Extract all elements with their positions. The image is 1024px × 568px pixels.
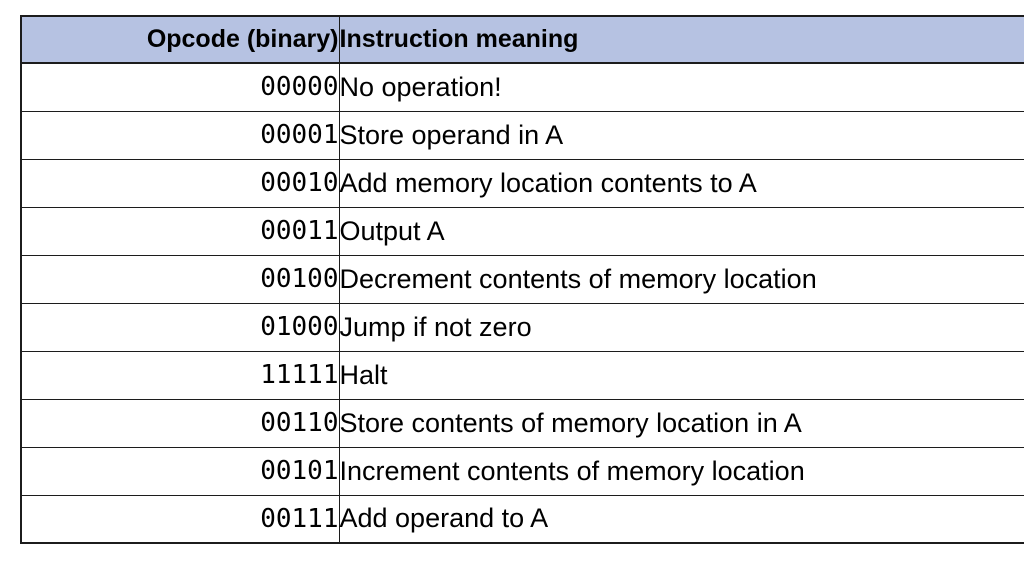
opcode-cell: 00101 [20,446,340,496]
meaning-cell: Add memory location contents to A [338,158,1024,208]
table-row: 01000 Jump if not zero [20,302,1024,352]
meaning-cell: Add operand to A [338,494,1024,544]
table-row: 00010 Add memory location contents to A [20,158,1024,208]
opcode-cell: 11111 [20,350,340,400]
opcode-cell: 00110 [20,398,340,448]
opcode-cell: 00111 [20,494,340,544]
table-row: 11111 Halt [20,350,1024,400]
column-header-opcode: Opcode (binary) [20,15,340,64]
table-row: 00011 Output A [20,206,1024,256]
table-row: 00101 Increment contents of memory locat… [20,446,1024,496]
opcode-cell: 00000 [20,62,340,112]
meaning-cell: No operation! [338,62,1024,112]
table-row: 00001 Store operand in A [20,110,1024,160]
table-header-row: Opcode (binary) Instruction meaning [20,15,1024,64]
table-row: 00110 Store contents of memory location … [20,398,1024,448]
table-row: 00100 Decrement contents of memory locat… [20,254,1024,304]
opcode-cell: 00100 [20,254,340,304]
table-row: 00000 No operation! [20,62,1024,112]
meaning-cell: Jump if not zero [338,302,1024,352]
opcode-cell: 00010 [20,158,340,208]
meaning-cell: Output A [338,206,1024,256]
meaning-cell: Store contents of memory location in A [338,398,1024,448]
opcode-table-container: Opcode (binary) Instruction meaning 0000… [20,15,1024,544]
meaning-cell: Decrement contents of memory location [338,254,1024,304]
opcode-cell: 00011 [20,206,340,256]
opcode-cell: 01000 [20,302,340,352]
meaning-cell: Halt [338,350,1024,400]
table-row: 00111 Add operand to A [20,494,1024,544]
column-header-meaning: Instruction meaning [338,15,1024,64]
meaning-cell: Increment contents of memory location [338,446,1024,496]
meaning-cell: Store operand in A [338,110,1024,160]
opcode-cell: 00001 [20,110,340,160]
opcode-table: Opcode (binary) Instruction meaning 0000… [20,15,1024,544]
